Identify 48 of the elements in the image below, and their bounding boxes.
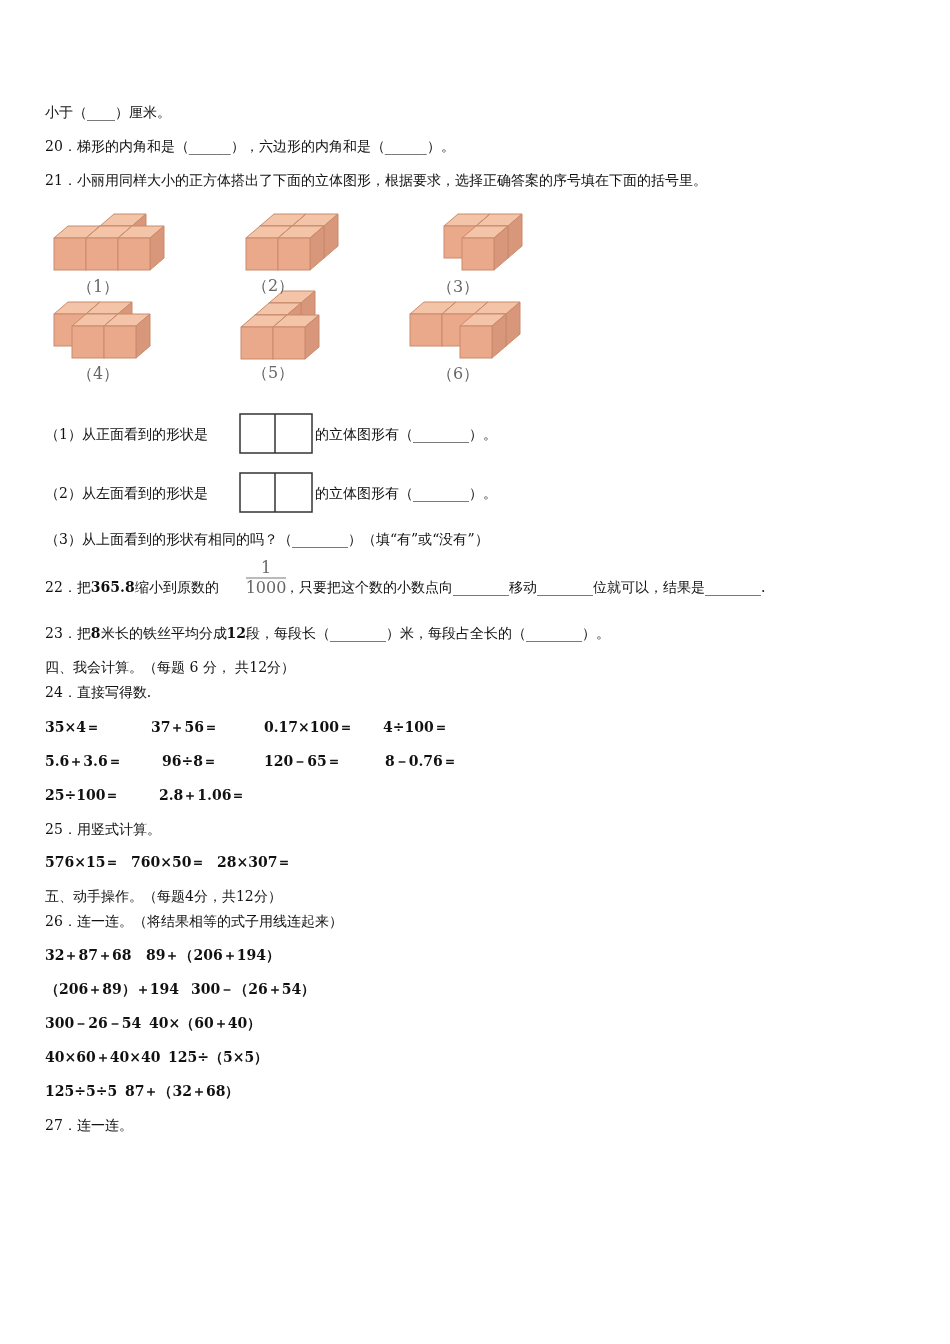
question-text: 的立体图形有（________）。 [315, 425, 497, 443]
question-text: 25．用竖式计算。 [45, 820, 161, 838]
expression: 5.6＋3.6＝ [45, 752, 122, 770]
expression: 37＋56＝ [151, 718, 218, 736]
expression: 4÷100＝ [383, 718, 448, 736]
expression: （206＋89）＋194 [45, 980, 179, 998]
expression: 300－26－54 [45, 1014, 142, 1032]
question-text: 23．把8米长的铁丝平均分成12段，每段长（________）米，每段占全长的（________）。 [45, 624, 611, 642]
question-text: 24．直接写得数. [45, 683, 152, 701]
expression: 300－（26＋54） [191, 980, 316, 998]
expression: 2.8＋1.06＝ [159, 786, 246, 804]
question-text: 26．连一连。（将结果相等的式子用线连起来） [45, 912, 343, 930]
section-heading: 五、动手操作。（每题4分，共12分） [45, 887, 282, 905]
figure-number: （5） [251, 363, 295, 383]
expression: 96÷8＝ [162, 752, 217, 770]
fraction-denominator: 1000 [245, 578, 287, 598]
expression: 125÷（5×5） [168, 1048, 269, 1066]
expression: 120－65＝ [264, 752, 341, 770]
expression: 87＋（32＋68） [125, 1082, 240, 1100]
figure-number: （2） [251, 276, 295, 296]
question-text: 的立体图形有（________）。 [315, 484, 497, 502]
expression: 40×（60＋40） [149, 1014, 262, 1032]
figure-number: （4） [76, 364, 120, 384]
question-text: 22．把365.8缩小到原数的 [45, 578, 219, 596]
question-text: （1）从正面看到的形状是 [45, 425, 208, 443]
question-text: 27．连一连。 [45, 1116, 133, 1134]
expression: 8－0.76＝ [385, 752, 457, 770]
expression: 35×4＝ [45, 718, 100, 736]
expression: 89＋（206＋194） [146, 946, 280, 964]
section-heading: 四、我会计算。（每题 6 分， 共12分） [45, 658, 296, 676]
figure-number: （3） [436, 277, 480, 297]
expression: 40×60＋40×40 [45, 1048, 161, 1066]
question-text: 20．梯形的内角和是（______），六边形的内角和是（______）。 [45, 137, 455, 155]
expression: 25÷100＝ [45, 786, 120, 804]
expression: 28×307＝ [217, 853, 292, 871]
expression: 125÷5÷5 [45, 1082, 118, 1100]
question-text: ，只要把这个数的小数点向________移动________位就可以，结果是________. [285, 578, 766, 596]
expression: 32＋87＋68 [45, 946, 132, 964]
expression: 0.17×100＝ [264, 718, 354, 736]
question-text: （3）从上面看到的形状有相同的吗？（________）（填“有”或“没有”） [45, 530, 489, 548]
expression: 576×15＝ [45, 853, 120, 871]
question-text: 21．小丽用同样大小的正方体搭出了下面的立体图形，根据要求，选择正确答案的序号填在下面的括号里。 [45, 171, 707, 189]
question-text: 小于（____）厘米。 [45, 103, 171, 121]
question-text: （2）从左面看到的形状是 [45, 484, 208, 502]
figure-number: （6） [436, 364, 480, 384]
fraction-numerator: 1 [260, 558, 272, 578]
expression: 760×50＝ [131, 853, 206, 871]
figure-number: （1） [76, 277, 120, 297]
